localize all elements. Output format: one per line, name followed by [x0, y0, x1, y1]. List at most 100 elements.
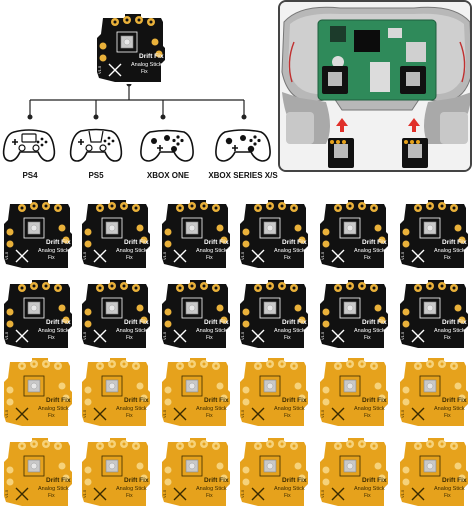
svg-text:Analog Stick: Analog Stick — [116, 406, 147, 412]
drift-fix-board: Drift Fix Analog Stick Fix V1.5 — [238, 356, 308, 428]
svg-text:Analog Stick: Analog Stick — [274, 248, 305, 254]
svg-text:Fix: Fix — [206, 493, 213, 499]
svg-text:V1.5: V1.5 — [320, 251, 325, 260]
svg-text:V1.5: V1.5 — [400, 251, 405, 260]
svg-text:V1.5: V1.5 — [4, 251, 9, 260]
svg-text:Fix: Fix — [48, 493, 55, 499]
svg-text:Fix: Fix — [126, 493, 133, 499]
svg-text:Fix: Fix — [364, 255, 371, 261]
svg-text:Fix: Fix — [48, 335, 55, 341]
drift-fix-board: Drift Fix Analog Stick Fix V1.5 — [318, 198, 388, 270]
svg-text:Analog Stick: Analog Stick — [354, 486, 385, 492]
controller-internal-photo — [278, 0, 472, 172]
svg-text:Analog Stick: Analog Stick — [196, 328, 227, 334]
svg-text:Analog Stick: Analog Stick — [354, 248, 385, 254]
xbox-one-controller-icon — [140, 126, 194, 164]
svg-text:Drift Fix: Drift Fix — [362, 319, 387, 326]
svg-text:Drift Fix: Drift Fix — [124, 319, 149, 326]
console-label-xbox-one: XBOX ONE — [146, 171, 190, 180]
svg-text:Analog Stick: Analog Stick — [354, 406, 385, 412]
drift-fix-board: Drift Fix Analog Stick Fix V1.5 — [80, 436, 150, 508]
svg-text:Fix: Fix — [206, 413, 213, 419]
svg-text:Analog Stick: Analog Stick — [38, 248, 69, 254]
svg-text:V1.5: V1.5 — [4, 331, 9, 340]
svg-text:Fix: Fix — [206, 335, 213, 341]
svg-text:Fix: Fix — [284, 493, 291, 499]
svg-text:Fix: Fix — [48, 255, 55, 261]
svg-text:Analog Stick: Analog Stick — [274, 328, 305, 334]
svg-text:V1.5: V1.5 — [82, 331, 87, 340]
svg-text:Drift Fix: Drift Fix — [282, 239, 307, 246]
boards-grid: Drift Fix Analog Stick Fix V1.5 Drift Fi… — [0, 198, 474, 506]
svg-text:V1.5: V1.5 — [240, 489, 245, 498]
top-board-image: Drift Fix Analog Stick Fix V1.5 — [95, 12, 165, 84]
svg-text:Analog Stick: Analog Stick — [38, 486, 69, 492]
ps4-controller-icon — [2, 126, 56, 164]
svg-text:V1.5: V1.5 — [320, 409, 325, 418]
svg-text:Analog Stick: Analog Stick — [116, 328, 147, 334]
svg-text:Drift Fix: Drift Fix — [442, 319, 467, 326]
drift-fix-board: Drift Fix Analog Stick Fix V1.5 — [238, 198, 308, 270]
ps5-controller-icon — [69, 126, 123, 164]
svg-text:Fix: Fix — [444, 413, 451, 419]
drift-fix-board: Drift Fix Analog Stick Fix V1.5 — [318, 436, 388, 508]
svg-text:V1.5: V1.5 — [400, 331, 405, 340]
svg-text:V1.5: V1.5 — [82, 409, 87, 418]
svg-text:Drift Fix: Drift Fix — [362, 477, 387, 484]
svg-text:V1.5: V1.5 — [320, 489, 325, 498]
drift-fix-board: Drift Fix Analog Stick Fix V1.5 — [318, 278, 388, 350]
svg-text:Drift Fix: Drift Fix — [124, 397, 149, 404]
svg-text:V1.5: V1.5 — [400, 409, 405, 418]
drift-fix-board: Drift Fix Analog Stick Fix V1.5 — [160, 436, 230, 508]
drift-fix-board: Drift Fix Analog Stick Fix V1.5 — [318, 356, 388, 428]
svg-text:Analog Stick: Analog Stick — [38, 406, 69, 412]
drift-fix-board: Drift Fix Analog Stick Fix V1.5 — [238, 278, 308, 350]
svg-text:V1.5: V1.5 — [162, 409, 167, 418]
svg-text:V1.5: V1.5 — [97, 65, 102, 74]
svg-text:Fix: Fix — [444, 493, 451, 499]
svg-text:V1.5: V1.5 — [4, 409, 9, 418]
svg-text:Drift Fix: Drift Fix — [46, 319, 71, 326]
svg-text:Analog Stick: Analog Stick — [116, 486, 147, 492]
svg-text:Fix: Fix — [444, 255, 451, 261]
svg-text:V1.5: V1.5 — [240, 251, 245, 260]
drift-fix-board: Drift Fix Analog Stick Fix V1.5 — [80, 198, 150, 270]
svg-text:Analog Stick: Analog Stick — [434, 248, 465, 254]
drift-fix-board: Drift Fix Analog Stick Fix V1.5 — [80, 278, 150, 350]
svg-text:Drift Fix: Drift Fix — [204, 239, 229, 246]
drift-fix-board: Drift Fix Analog Stick Fix V1.5 — [160, 356, 230, 428]
svg-text:V1.5: V1.5 — [240, 331, 245, 340]
svg-text:Drift Fix: Drift Fix — [204, 397, 229, 404]
svg-text:Fix: Fix — [364, 413, 371, 419]
svg-text:Analog Stick: Analog Stick — [131, 62, 162, 68]
svg-text:Drift Fix: Drift Fix — [46, 477, 71, 484]
svg-text:Drift Fix: Drift Fix — [362, 239, 387, 246]
svg-text:V1.5: V1.5 — [162, 489, 167, 498]
svg-text:Drift Fix: Drift Fix — [442, 477, 467, 484]
svg-text:V1.5: V1.5 — [162, 251, 167, 260]
drift-fix-board: Drift Fix Analog Stick Fix V1.5 — [80, 356, 150, 428]
drift-fix-board: Drift Fix Analog Stick Fix V1.5 — [2, 198, 72, 270]
svg-text:Drift Fix: Drift Fix — [362, 397, 387, 404]
svg-text:Drift Fix: Drift Fix — [442, 239, 467, 246]
svg-text:Analog Stick: Analog Stick — [196, 486, 227, 492]
svg-text:Analog Stick: Analog Stick — [434, 486, 465, 492]
console-label-xbox-series: XBOX SERIES X/S — [208, 171, 278, 180]
svg-text:Drift Fix: Drift Fix — [46, 397, 71, 404]
svg-text:Drift Fix: Drift Fix — [124, 239, 149, 246]
svg-text:Fix: Fix — [126, 335, 133, 341]
svg-text:Analog Stick: Analog Stick — [274, 406, 305, 412]
svg-text:Analog Stick: Analog Stick — [274, 486, 305, 492]
drift-fix-board: Drift Fix Analog Stick Fix V1.5 — [2, 278, 72, 350]
svg-text:Analog Stick: Analog Stick — [116, 248, 147, 254]
svg-text:Fix: Fix — [206, 255, 213, 261]
svg-text:Fix: Fix — [48, 413, 55, 419]
svg-text:V1.5: V1.5 — [82, 251, 87, 260]
svg-text:Drift Fix: Drift Fix — [442, 397, 467, 404]
svg-text:Analog Stick: Analog Stick — [354, 328, 385, 334]
drift-fix-board: Drift Fix Analog Stick Fix V1.5 — [160, 198, 230, 270]
svg-text:Fix: Fix — [364, 493, 371, 499]
svg-text:Drift Fix: Drift Fix — [204, 319, 229, 326]
svg-text:Fix: Fix — [444, 335, 451, 341]
drift-fix-board: Drift Fix Analog Stick Fix V1.5 — [2, 356, 72, 428]
